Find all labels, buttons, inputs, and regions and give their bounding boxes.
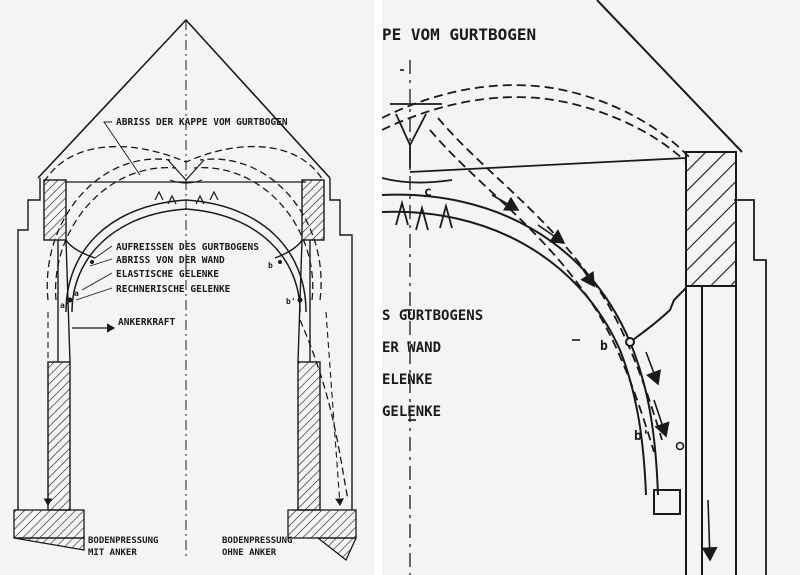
transverse-arch [65,199,307,313]
crown-ticks [154,159,219,205]
hinge-point-lower [675,441,685,451]
hinge-label-a: a [74,289,79,298]
cross-section-drawing: ABRISS DER KAPPE VOM GURTBOGEN AUFREISSE… [13,18,358,562]
label-elastische: ELASTISCHE GELENKE [116,269,219,280]
label-aufreissen: AUFREISSEN DES GURTBOGENS [116,242,259,253]
hinge-label-b: b [600,339,608,354]
label-bodenpressung-mit-1: BODENPRESSUNG [88,536,158,546]
label-line-3: ELENKE [382,372,433,388]
outer-wall-step [734,199,767,575]
label-bodenpressung-ohne-2: OHNE ANKER [222,548,277,558]
label-rechnerische: RECHNERISCHE GELENKE [116,284,231,295]
hinge-point [625,337,635,347]
label-abriss-wand: ABRISS VON DER WAND [116,255,225,266]
roof-slope [596,0,743,153]
label-line-2: ER WAND [382,340,441,356]
leader-lines [75,121,141,301]
label-kappe: ABRISS DER KAPPE VOM GURTBOGEN [116,117,288,128]
labels: PE VOM GURTBOGEN S GURTBOGENS ER WAND EL… [382,25,650,444]
footings [13,509,358,562]
tick-marks [400,69,580,421]
deformation-arcs [382,84,691,453]
hinge-label-b: b [268,261,273,270]
label-line-1: S GURTBOGENS [382,308,483,324]
panel-divider [374,0,382,575]
movement-arrows [491,194,718,562]
left-pillar [43,179,96,511]
label-top: PE VOM GURTBOGEN [382,25,536,44]
tie-rod [409,157,687,173]
label-bodenpressung-ohne-1: BODENPRESSUNG [222,536,292,546]
detail-drawing: PE VOM GURTBOGEN S GURTBOGENS ER WAND EL… [382,0,767,575]
hinge-label-a-prime: a' [60,301,70,310]
hinge-label-c: c [424,185,432,200]
cross-section-panel: ABRISS DER KAPPE VOM GURTBOGEN AUFREISSE… [0,0,374,575]
labels: ABRISS DER KAPPE VOM GURTBOGEN AUFREISSE… [60,117,296,558]
force-lines [43,311,344,507]
label-ankerkraft: ANKERKRAFT [118,317,175,328]
right-pillar [274,179,325,511]
hinge-points [67,260,303,303]
crown-detail [382,103,453,231]
detail-panel: PE VOM GURTBOGEN S GURTBOGENS ER WAND EL… [382,0,800,575]
hinge-label-b-prime: b' [286,297,296,306]
pillar [629,151,737,575]
building-outline [17,178,353,510]
label-line-4: GELENKE [382,404,441,420]
label-bodenpressung-mit-2: MIT ANKER [88,548,137,558]
hinge-label-b-prime: b' [634,429,650,444]
roof-gable [37,18,331,179]
transverse-arch [382,193,659,496]
